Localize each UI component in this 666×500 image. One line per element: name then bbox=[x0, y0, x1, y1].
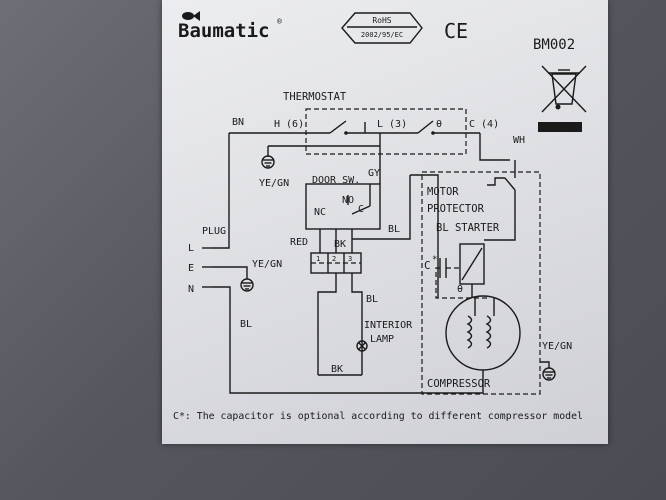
door-switch-label: DOOR SW. bbox=[312, 175, 360, 186]
thermostat-contacts bbox=[229, 120, 480, 158]
plug-label: PLUG bbox=[202, 226, 226, 237]
bl-starter-label: BL STARTER bbox=[436, 222, 500, 234]
wire-label-bk-bottom: BK bbox=[331, 364, 343, 375]
wire-label-wh: WH bbox=[513, 135, 525, 146]
ground-symbol-top bbox=[261, 146, 275, 169]
wire-label-bl-lamp: BL bbox=[366, 294, 378, 305]
weee-bin-icon bbox=[538, 65, 587, 132]
compressor-motor-symbol bbox=[445, 295, 521, 371]
baumatic-logo: Baumatic ® bbox=[178, 11, 282, 42]
wire-label-bl-mid: BL bbox=[388, 224, 400, 235]
motor-label: MOTOR bbox=[427, 186, 459, 198]
rohs-directive: 2002/95/EC bbox=[361, 31, 403, 39]
door-switch-nc-label: NC bbox=[314, 207, 326, 218]
terminal-2-label: 2 bbox=[332, 255, 336, 263]
terminal-3-label: 3 bbox=[348, 255, 352, 263]
starter-theta-label: θ bbox=[457, 284, 463, 295]
compressor-box bbox=[421, 171, 541, 395]
ground-symbol-right bbox=[542, 367, 556, 381]
rohs-title: RoHS bbox=[372, 16, 391, 25]
capacitor-label: C bbox=[424, 259, 431, 272]
model-number: BM002 bbox=[533, 37, 575, 53]
wire-label-bk-top: BK bbox=[334, 239, 346, 250]
thermostat-theta-label: θ bbox=[436, 119, 442, 130]
wire-label-yegn-top: YE/GN bbox=[259, 178, 289, 189]
plug-e-label: E bbox=[188, 263, 194, 274]
interior-lamp-icon bbox=[356, 340, 368, 352]
interior-label: INTERIOR bbox=[364, 320, 413, 331]
rohs-badge: RoHS 2002/95/EC bbox=[341, 12, 423, 44]
compressor-label: COMPRESSOR bbox=[427, 378, 491, 390]
plug-l-label: L bbox=[188, 243, 194, 254]
wire-label-bn: BN bbox=[232, 117, 244, 128]
plug-pins bbox=[202, 247, 212, 288]
terminal-l3-label: L (3) bbox=[377, 119, 407, 130]
wiring-label-plate bbox=[162, 0, 608, 444]
ce-mark: CE bbox=[444, 19, 468, 43]
terminal-1-label: 1 bbox=[316, 255, 320, 263]
brand-name: Baumatic bbox=[178, 20, 270, 42]
terminal-c4-label: C (4) bbox=[469, 119, 499, 130]
wire-label-bl-left: BL bbox=[240, 319, 252, 330]
registered-mark: ® bbox=[277, 17, 282, 26]
wire-label-yegn-right: YE/GN bbox=[542, 341, 572, 352]
motor-protector-symbol bbox=[479, 133, 516, 191]
door-switch-box bbox=[305, 183, 381, 230]
thermostat-label: THERMOSTAT bbox=[283, 91, 347, 103]
wire-label-yegn-left: YE/GN bbox=[252, 259, 282, 270]
ground-symbol-left bbox=[240, 278, 254, 292]
lamp-label: LAMP bbox=[370, 334, 394, 345]
plug-n-label: N bbox=[188, 284, 194, 295]
capacitor-star: * bbox=[432, 255, 437, 265]
protector-label: PROTECTOR bbox=[427, 203, 485, 215]
wire-label-gy: GY bbox=[368, 168, 380, 179]
terminal-h6-label: H (6) bbox=[274, 119, 304, 130]
thermostat-box bbox=[305, 108, 467, 155]
capacitor-footnote: C*: The capacitor is optional according … bbox=[173, 411, 583, 422]
wire-label-red: RED bbox=[290, 237, 308, 248]
